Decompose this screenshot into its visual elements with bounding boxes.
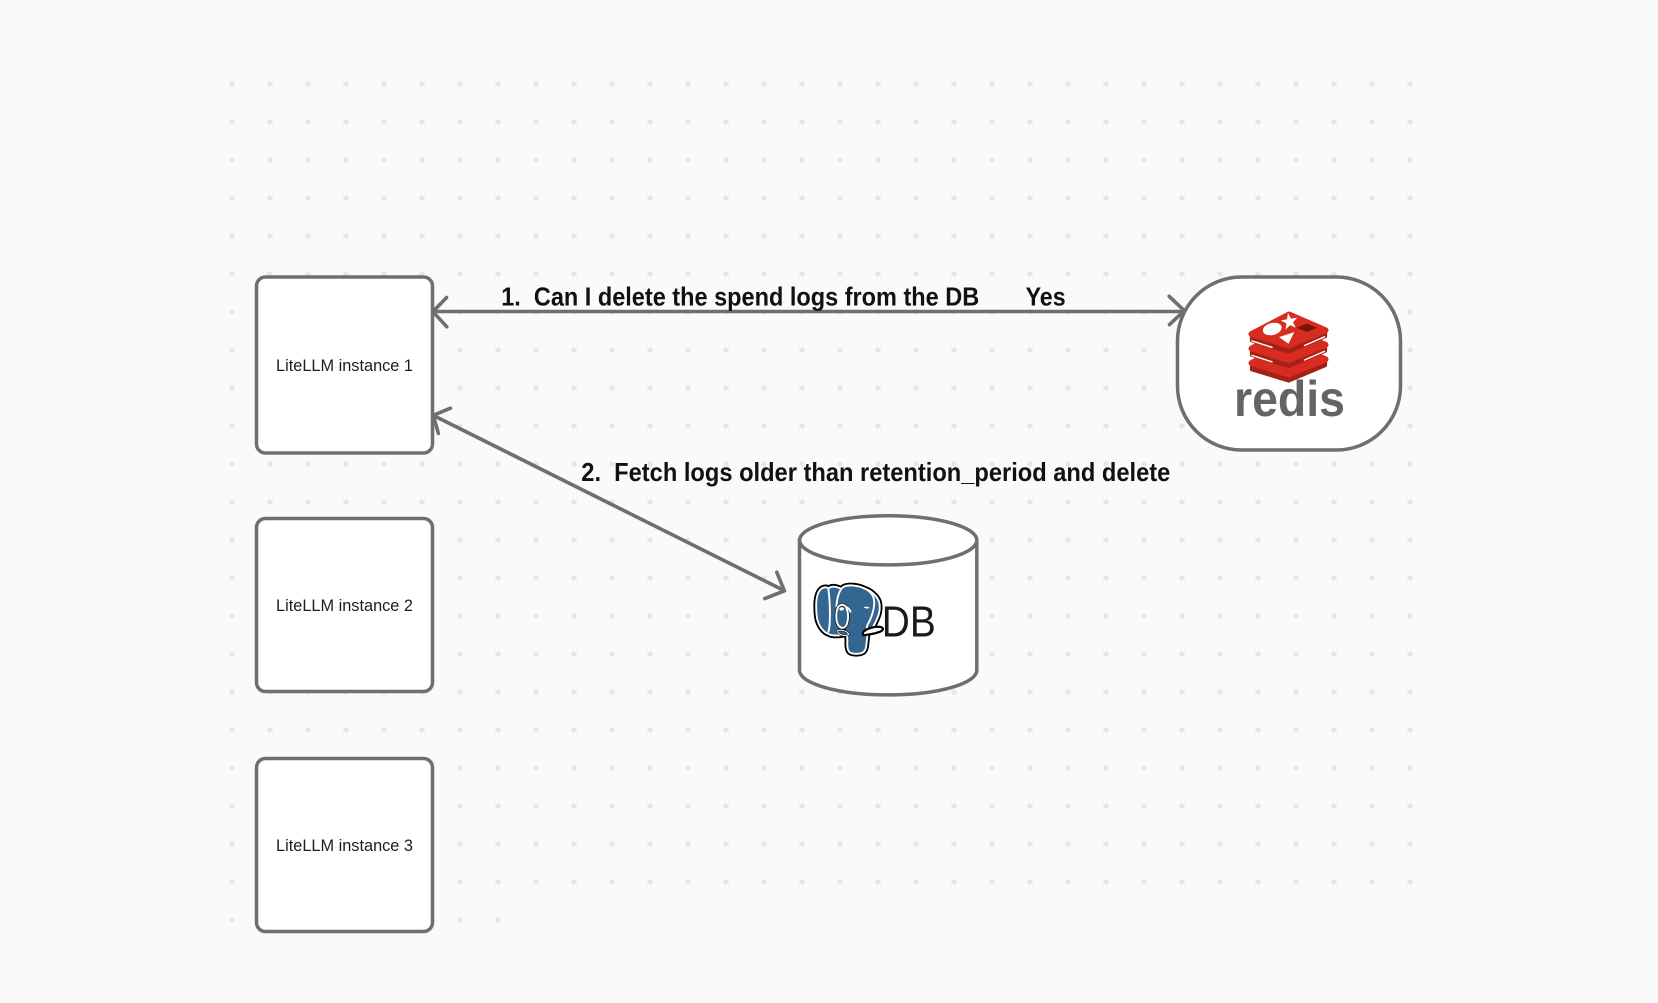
svg-text:1. Can I delete the spend log: 1. Can I delete the spend logs from the … [501,282,979,312]
svg-text:LiteLLM instance 1: LiteLLM instance 1 [276,356,413,375]
svg-text:DB: DB [882,598,936,647]
svg-text:LiteLLM instance 2: LiteLLM instance 2 [276,596,413,615]
svg-text:Yes: Yes [1026,282,1066,312]
svg-text:LiteLLM instance 3: LiteLLM instance 3 [276,836,413,855]
svg-text:2. Fetch logs older than rete: 2. Fetch logs older than retention_perio… [581,457,1170,487]
svg-text:redis: redis [1234,371,1345,427]
